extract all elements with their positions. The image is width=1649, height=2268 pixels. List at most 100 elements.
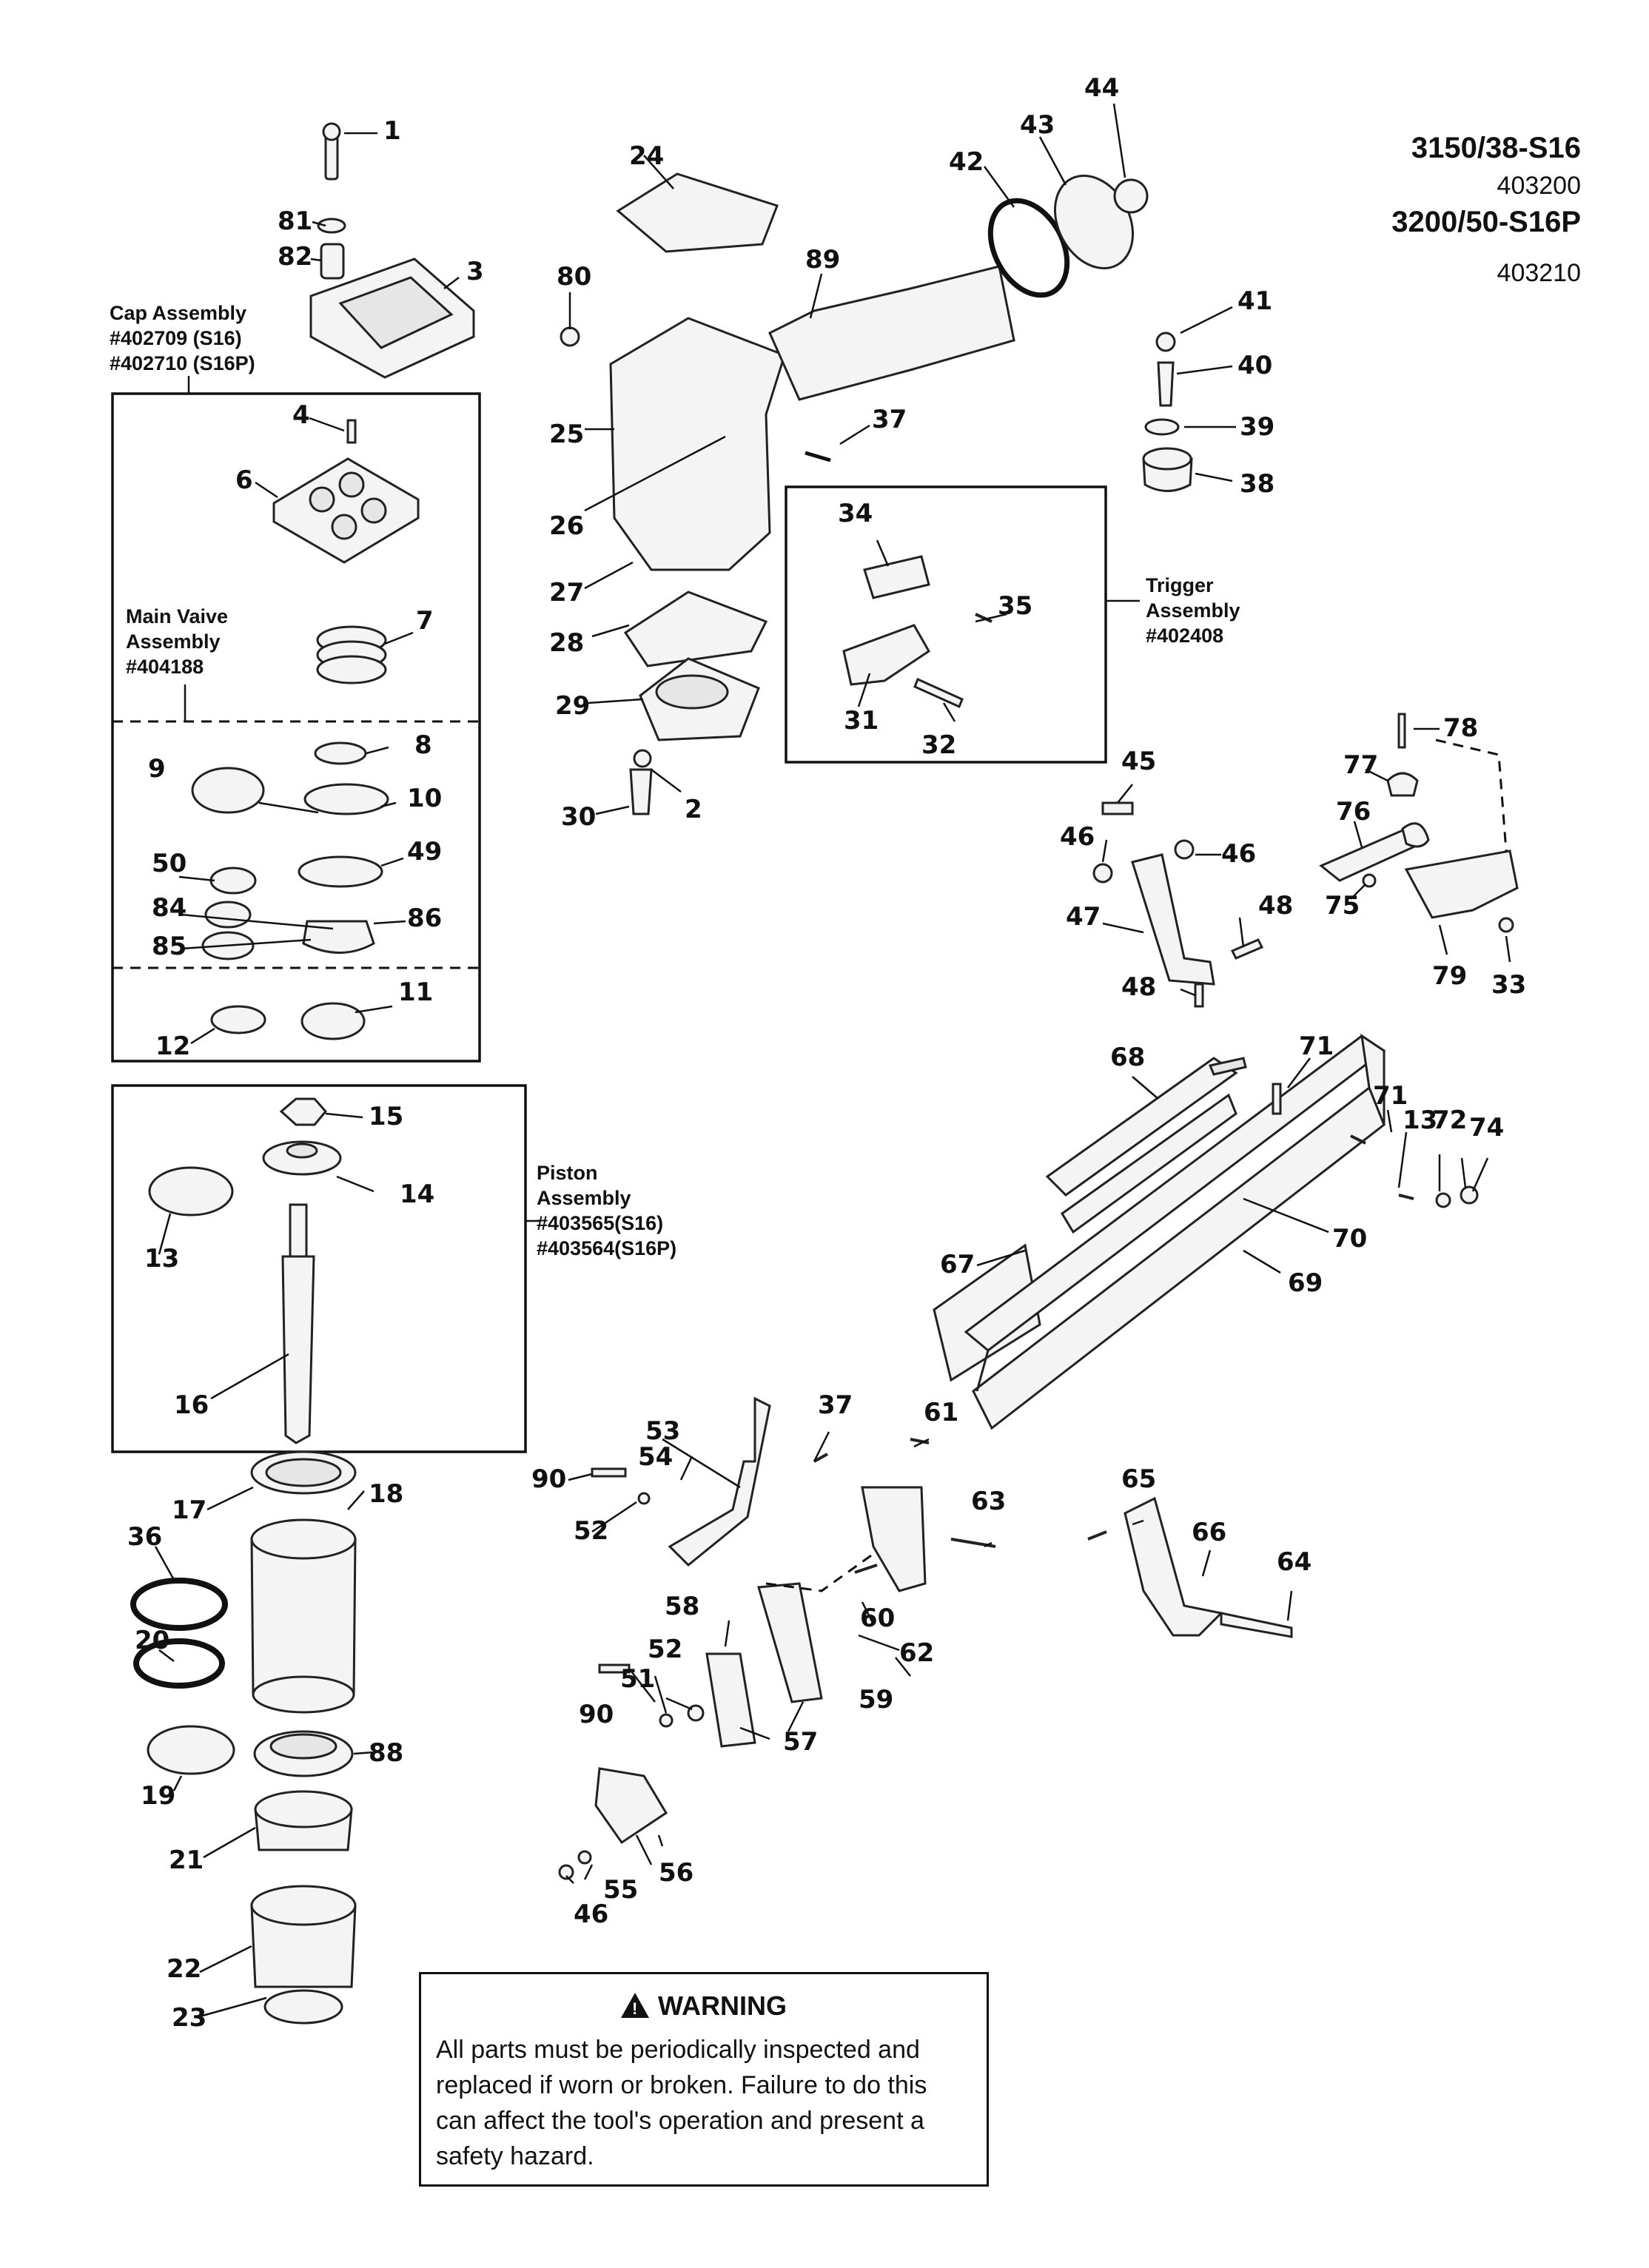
callout-63: 63 <box>971 1487 1006 1516</box>
trigger-parts <box>842 555 993 709</box>
callout-36: 36 <box>127 1522 162 1552</box>
main-valve-line-3: #404188 <box>126 656 204 678</box>
callout-41: 41 <box>1237 286 1272 316</box>
warning-title-text: WARNING <box>658 1991 787 2021</box>
cap-assembly-line-1: Cap Assembly <box>110 302 246 324</box>
callout-32: 32 <box>921 730 956 760</box>
callout-84: 84 <box>152 893 187 923</box>
bracket-parts <box>1092 801 1264 1008</box>
callout-22: 22 <box>167 1954 201 1984</box>
body-parts <box>560 172 1015 815</box>
callout-38: 38 <box>1240 469 1274 499</box>
main-valve-line-1: Main Vaive <box>126 605 228 627</box>
callout-39: 39 <box>1240 412 1274 442</box>
callout-40: 40 <box>1237 351 1272 380</box>
callout-55: 55 <box>603 1875 638 1905</box>
callout-47: 47 <box>1066 902 1101 932</box>
callout-60: 60 <box>860 1604 895 1633</box>
callout-90-top: 90 <box>531 1464 566 1494</box>
callout-35: 35 <box>998 591 1032 621</box>
trigger-assembly-label: Trigger Assembly #402408 <box>1146 574 1240 647</box>
callout-48-lower: 48 <box>1121 972 1156 1002</box>
callout-13: 13 <box>144 1244 179 1273</box>
callout-37-top: 37 <box>872 405 907 434</box>
part-code-2: 403210 <box>1497 259 1581 287</box>
callout-80: 80 <box>557 262 591 292</box>
callout-65: 65 <box>1121 1464 1156 1494</box>
trigger-line-3: #402408 <box>1146 625 1223 647</box>
callout-61: 61 <box>924 1398 958 1427</box>
callout-43: 43 <box>1020 110 1055 140</box>
callout-16: 16 <box>174 1390 209 1420</box>
trigger-line-2: Assembly <box>1146 599 1240 622</box>
callout-66: 66 <box>1192 1518 1226 1547</box>
callout-44: 44 <box>1084 73 1119 103</box>
main-valve-parts <box>191 741 389 1040</box>
latch-parts <box>1087 1496 1293 1638</box>
callout-52-top: 52 <box>574 1516 608 1546</box>
trigger-assembly-box <box>785 485 1140 764</box>
trigger-line-1: Trigger <box>1146 574 1214 596</box>
callout-numbers: 1 81 82 3 4 6 7 8 9 10 49 50 84 86 85 11… <box>127 73 1526 2033</box>
magazine-parts <box>933 1033 1479 1430</box>
callout-76: 76 <box>1336 797 1371 827</box>
cap-parts <box>272 122 475 684</box>
callout-11: 11 <box>398 977 433 1007</box>
callout-54: 54 <box>638 1442 673 1472</box>
piston-line-4: #403564(S16P) <box>537 1237 676 1259</box>
callout-86: 86 <box>407 904 442 933</box>
callout-29: 29 <box>555 691 590 721</box>
callout-7: 7 <box>416 606 434 636</box>
callout-42: 42 <box>949 147 984 177</box>
callout-68: 68 <box>1110 1043 1145 1072</box>
callout-27: 27 <box>549 578 584 608</box>
callout-26: 26 <box>549 511 584 541</box>
piston-line-1: Piston <box>537 1162 598 1184</box>
callout-71-a: 71 <box>1299 1032 1334 1061</box>
callout-46-bottom: 46 <box>574 1899 608 1929</box>
callout-89: 89 <box>805 245 840 275</box>
callout-6: 6 <box>235 465 253 495</box>
contact-trip-parts <box>1319 713 1519 933</box>
warning-text: All parts must be periodically inspected… <box>436 2036 927 2170</box>
piston-line-3: #403565(S16) <box>537 1212 663 1234</box>
warning-triangle-icon: ! <box>621 1993 649 2018</box>
callout-70: 70 <box>1332 1224 1367 1254</box>
callout-28: 28 <box>549 628 584 658</box>
valve-parts-right <box>1142 332 1193 492</box>
callout-9: 9 <box>148 754 166 784</box>
callout-24: 24 <box>629 141 664 171</box>
callout-81: 81 <box>278 206 312 236</box>
callout-18: 18 <box>369 1479 403 1509</box>
callout-49: 49 <box>407 837 442 867</box>
callout-3: 3 <box>466 257 484 286</box>
callout-31: 31 <box>844 706 879 736</box>
callout-1: 1 <box>383 116 401 146</box>
callout-30: 30 <box>561 802 596 832</box>
callout-34: 34 <box>838 499 873 528</box>
callout-37-bottom: 37 <box>818 1390 853 1420</box>
main-valve-assembly-label: Main Vaive Assembly #404188 <box>126 605 228 678</box>
callout-51: 51 <box>620 1664 655 1694</box>
cylinder-parts <box>130 1450 357 2025</box>
callout-50: 50 <box>152 849 187 878</box>
callout-85: 85 <box>152 932 187 961</box>
piston-line-2: Assembly <box>537 1187 631 1209</box>
callout-53: 53 <box>645 1416 680 1446</box>
callout-12: 12 <box>155 1032 190 1061</box>
piston-parts <box>148 1097 342 1444</box>
callout-45: 45 <box>1121 747 1156 776</box>
callout-57: 57 <box>783 1727 818 1757</box>
callout-71-b: 71 <box>1373 1081 1408 1111</box>
callout-17: 17 <box>172 1495 206 1525</box>
callout-72: 72 <box>1432 1106 1467 1135</box>
part-code-1: 403200 <box>1497 172 1581 200</box>
callout-20: 20 <box>135 1626 169 1655</box>
cap-assembly-box <box>111 376 481 1063</box>
callout-23: 23 <box>172 2003 206 2033</box>
callout-19: 19 <box>141 1781 175 1811</box>
cap-assembly-line-2: #402709 (S16) <box>110 327 242 349</box>
callout-52-bottom: 52 <box>648 1635 682 1664</box>
callout-33: 33 <box>1491 970 1526 1000</box>
